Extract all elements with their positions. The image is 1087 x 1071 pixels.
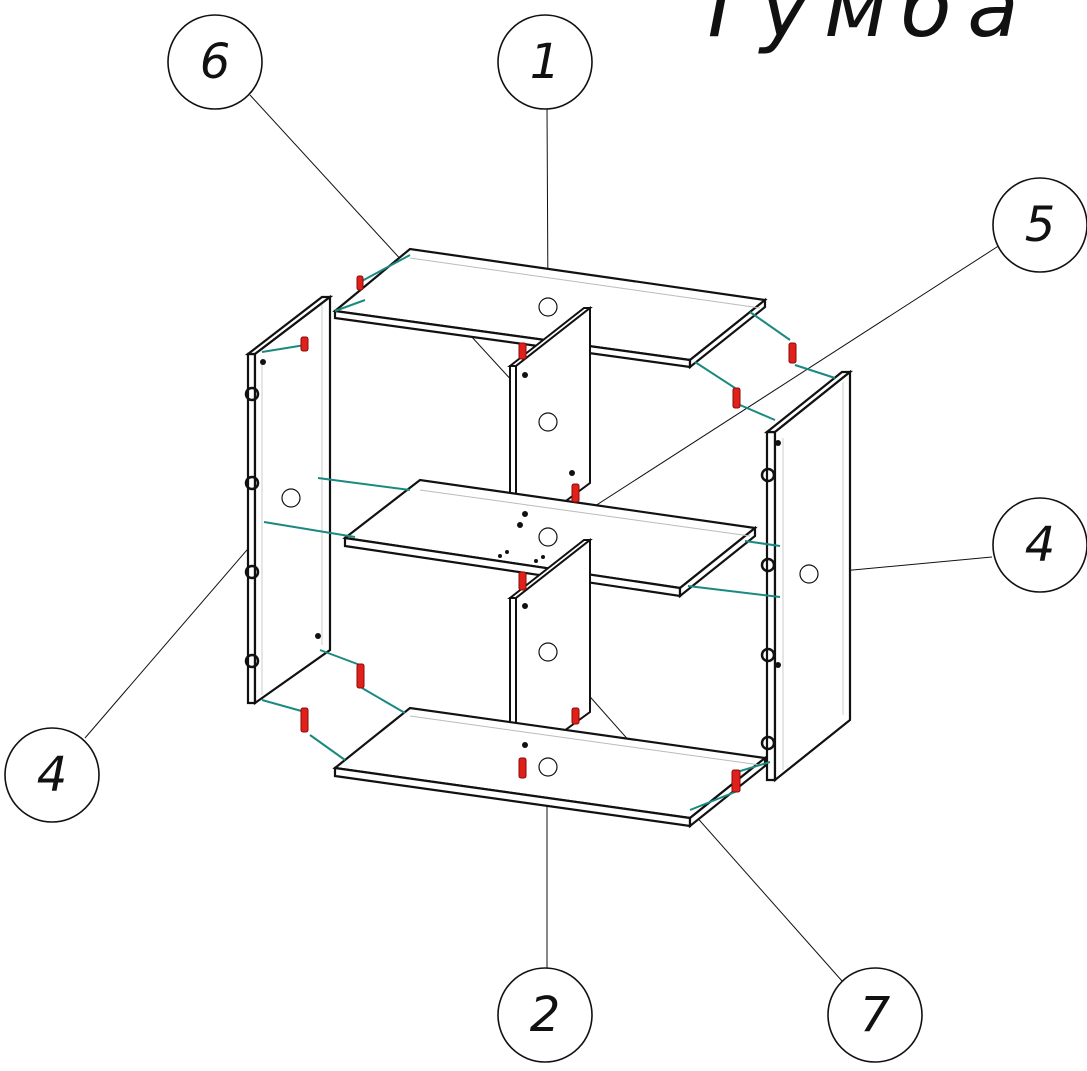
- upper-divider-panel: [507, 305, 593, 540]
- callout-number-1: 1: [530, 34, 561, 90]
- leader-lines: [84, 94, 1001, 991]
- bottom-panel: [332, 706, 768, 829]
- callout-circle-6: [167, 14, 263, 110]
- callout-circle-5: [992, 177, 1087, 273]
- marker-circle-upper-divider: [538, 412, 558, 432]
- dowel-dots: [260, 359, 781, 748]
- callout-circle-2: [497, 967, 593, 1063]
- callout-circle-4-left: [4, 727, 100, 823]
- callout-number-6: 6: [200, 34, 231, 90]
- cam-locks: [244, 386, 776, 751]
- callout-circle-7: [827, 967, 923, 1063]
- connector-lines: [261, 254, 836, 811]
- marker-circle-top: [538, 297, 558, 317]
- callout-number-5: 5: [1025, 197, 1056, 253]
- fasteners: [300, 275, 797, 793]
- marker-circle-lower-divider: [538, 642, 558, 662]
- callout-number-4-right: 4: [1025, 517, 1056, 573]
- diagram-title: Тумба: [695, 0, 1033, 56]
- leader-line-7: [552, 654, 851, 991]
- middle-shelf: [342, 478, 758, 599]
- callout-circle-4-right: [992, 497, 1087, 593]
- lower-divider-panel: [507, 537, 593, 768]
- marker-circle-right: [799, 564, 819, 584]
- marker-circle-shelf: [538, 527, 558, 547]
- marker-circle-bottom: [538, 757, 558, 777]
- marker-circle-left: [281, 488, 301, 508]
- left-side-panel: [244, 294, 334, 706]
- callout-number-7: 7: [860, 987, 891, 1043]
- leader-line-5: [549, 244, 1001, 536]
- right-side-panel: [763, 369, 854, 783]
- callout-circle-1: [497, 14, 593, 110]
- callout-number-4-left: 4: [37, 747, 68, 803]
- callout-number-2: 2: [530, 987, 561, 1043]
- callout-circles: [4, 14, 1087, 1063]
